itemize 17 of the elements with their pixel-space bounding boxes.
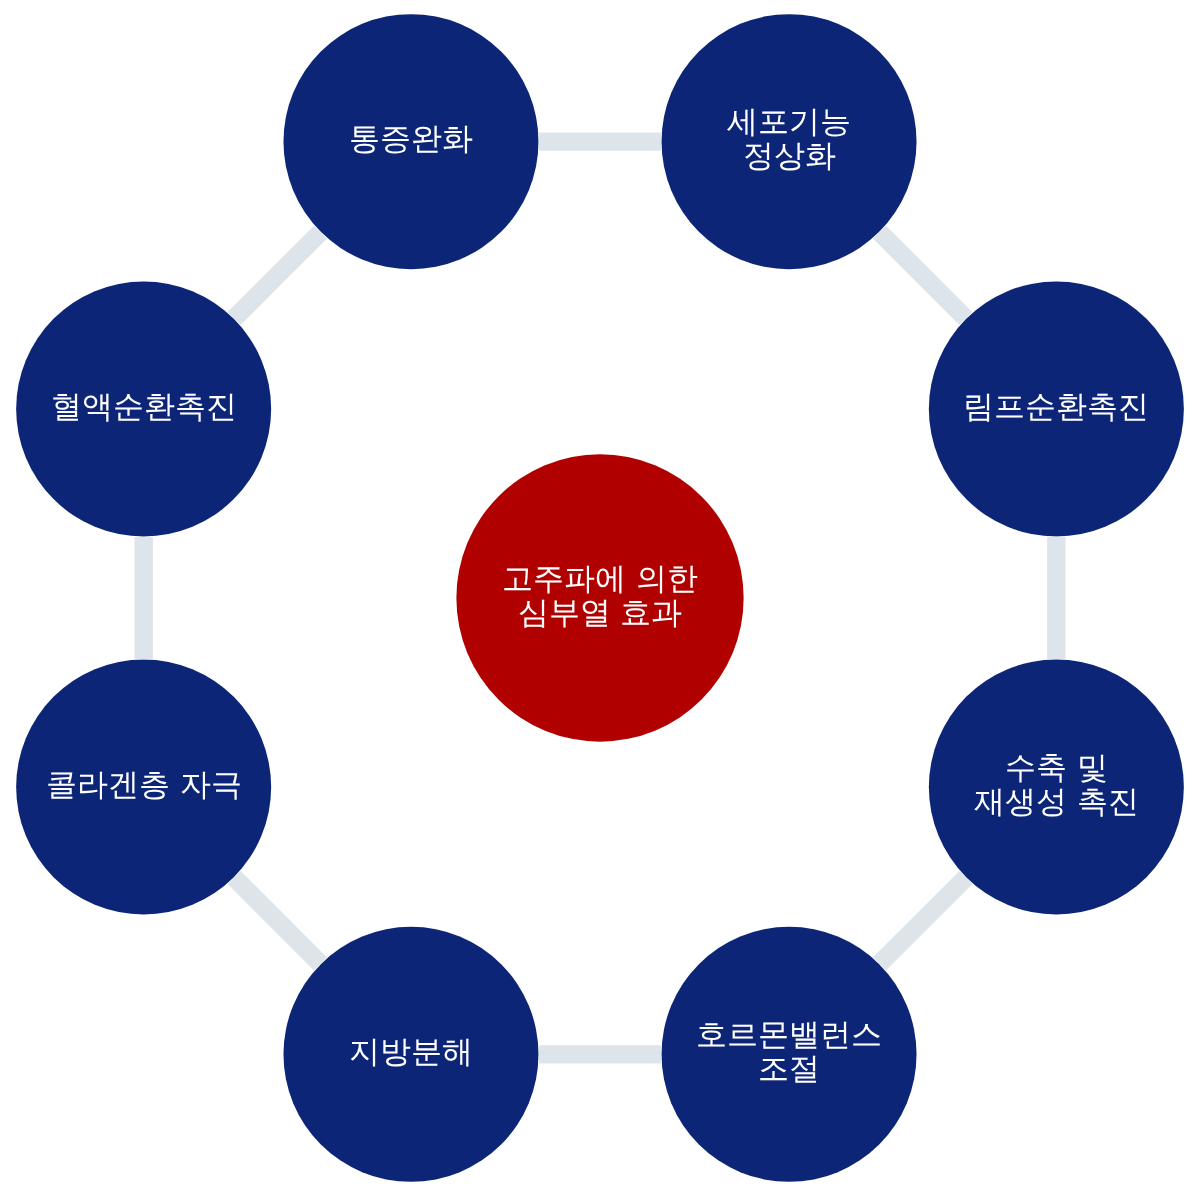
node-circle: 고주파에 의한 심부열 효과 [456,454,744,742]
node-circle: 지방분해 [283,926,539,1182]
node-circle: 혈액순환촉진 [16,281,272,537]
connector [538,1045,662,1064]
connector [134,536,153,660]
node-circle: 수축 및 재생성 촉진 [928,659,1184,915]
connector [873,870,973,971]
node-circle: 통증완화 [283,14,539,270]
connector [227,225,327,326]
connector [872,225,973,325]
node-circle: 림프순환촉진 [928,281,1184,537]
connector [1047,536,1066,660]
node-circle: 호르몬밸런스 조절 [661,926,917,1182]
connector [227,871,328,971]
node-circle: 세포기능 정상화 [661,14,917,270]
node-circle: 콜라겐층 자극 [16,659,272,915]
connector [538,132,662,151]
